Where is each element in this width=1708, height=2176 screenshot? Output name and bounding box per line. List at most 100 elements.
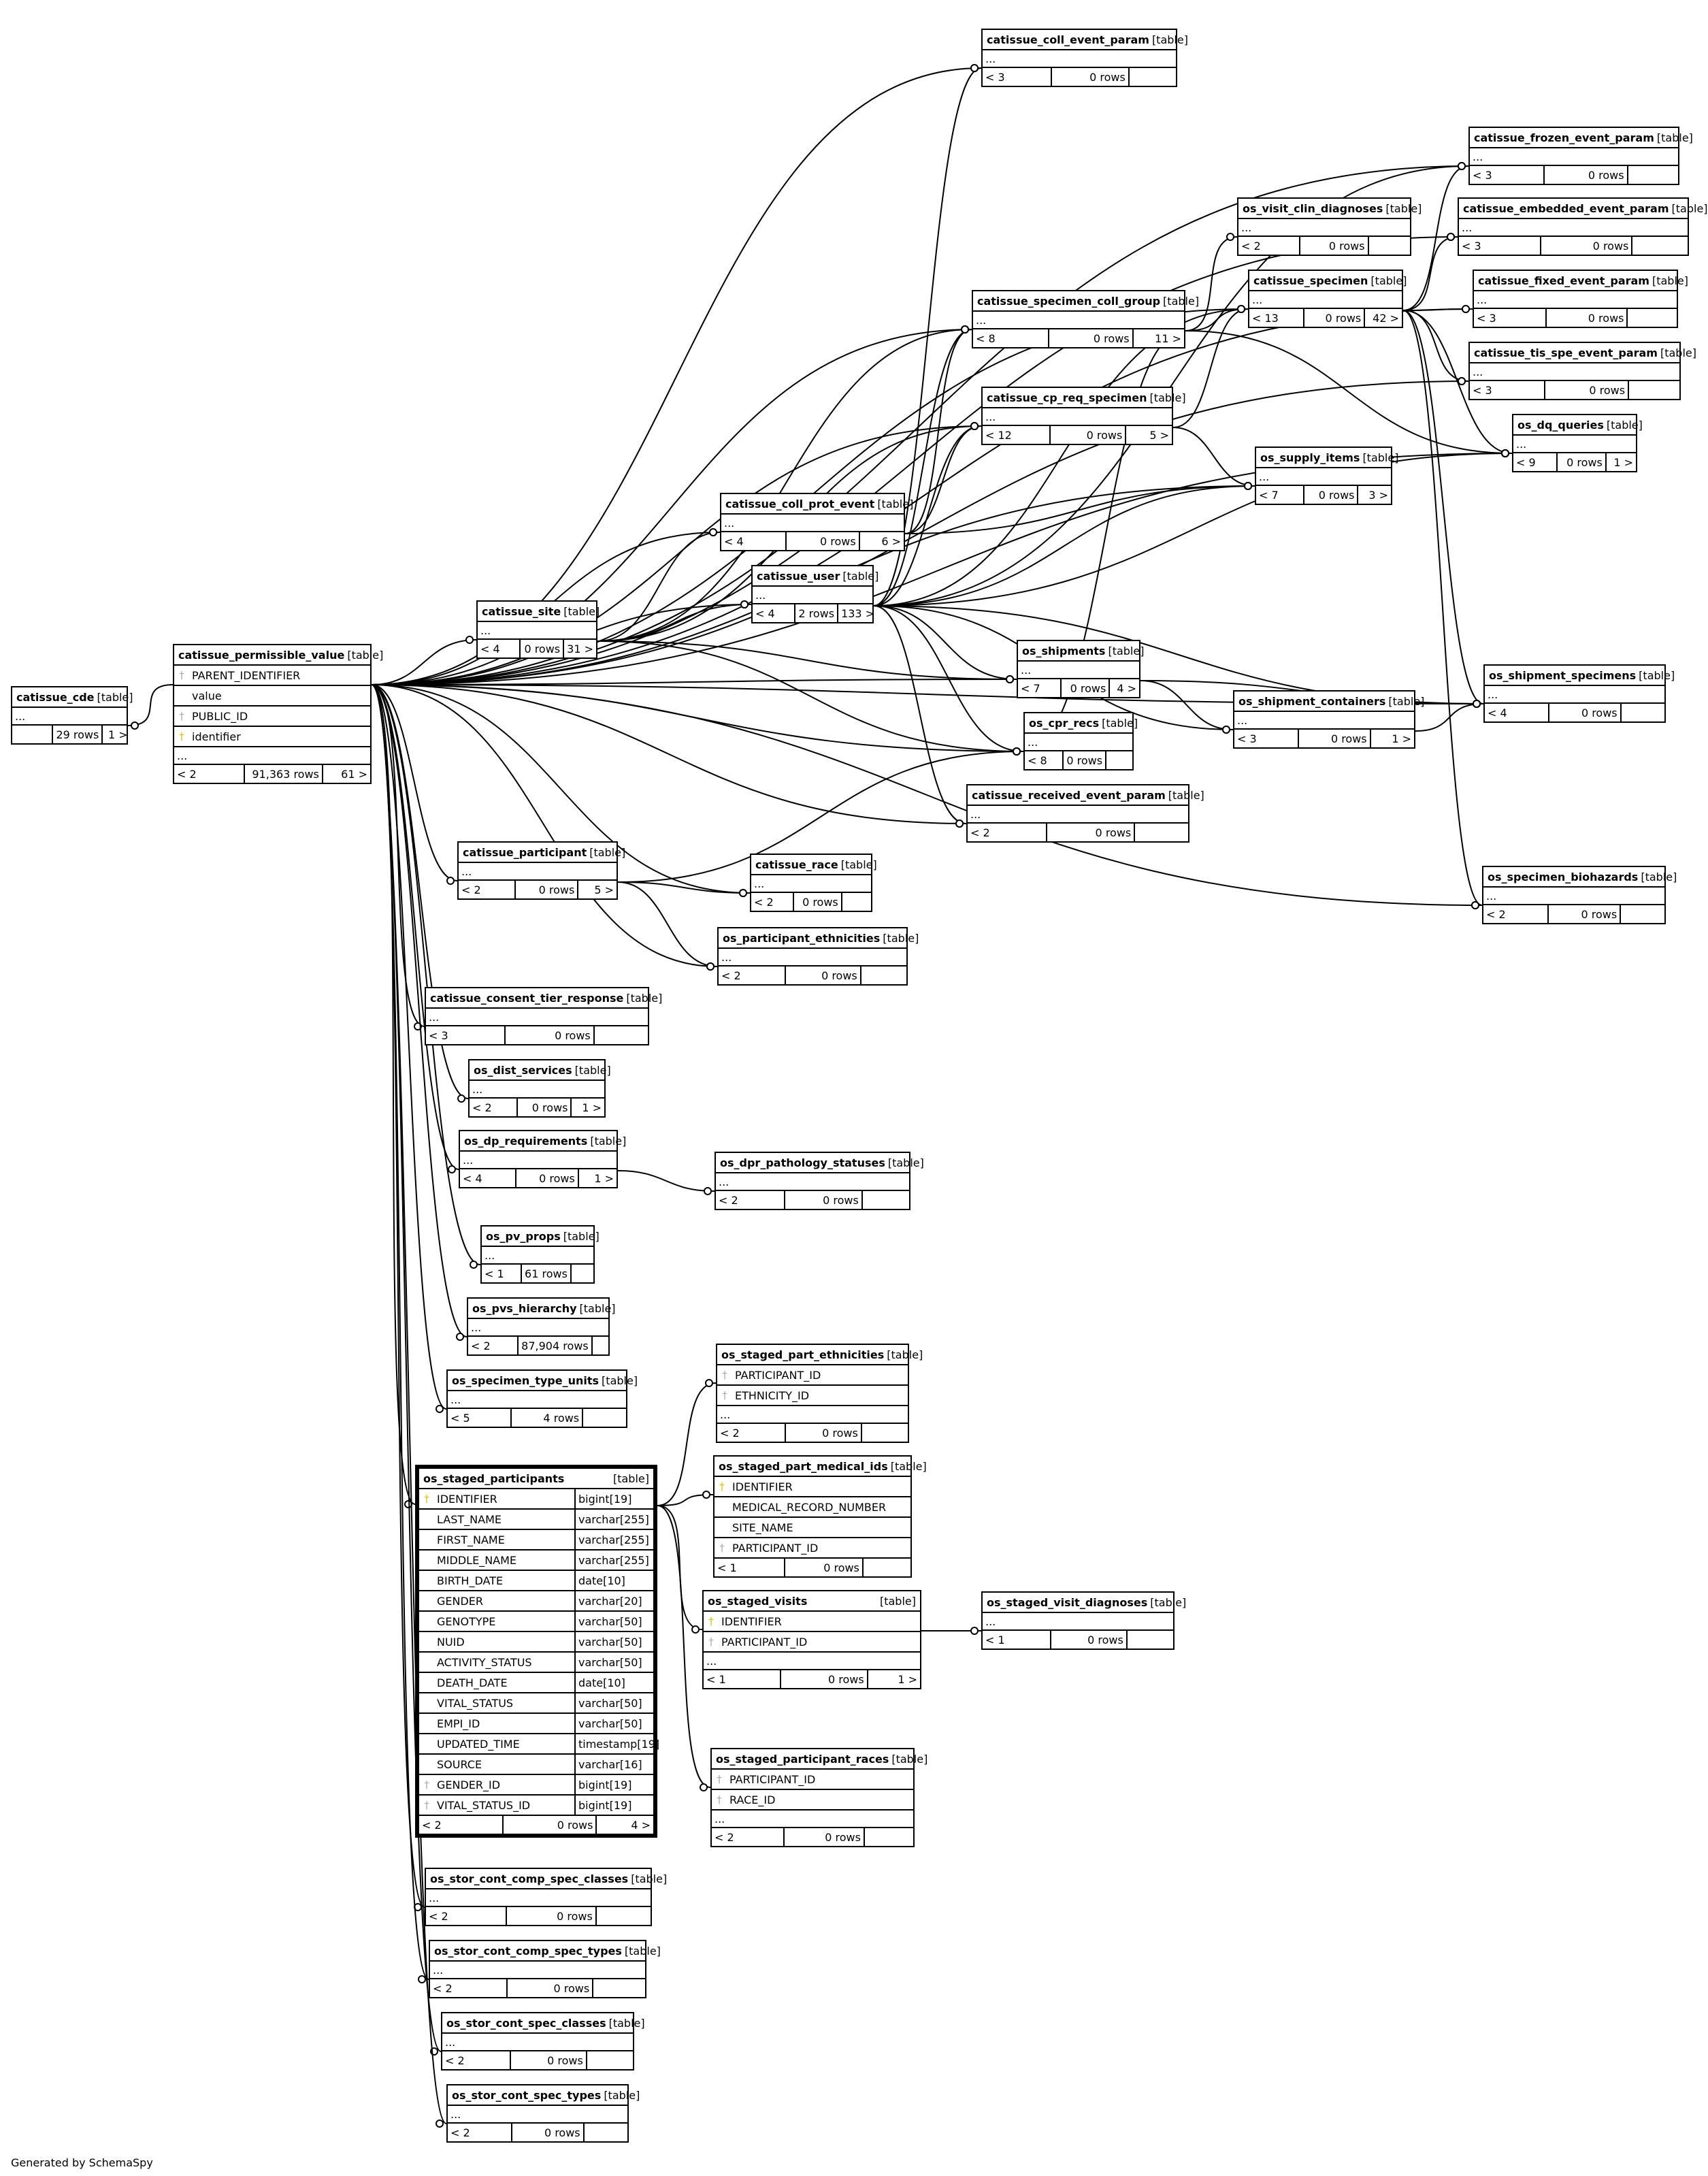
- column-row[interactable]: †RACE_ID: [712, 1790, 913, 1810]
- table-name[interactable]: catissue_permissible_value: [178, 648, 345, 662]
- parents-count[interactable]: < 2: [712, 1828, 785, 1846]
- table-os-stor-cont-comp-spec-types[interactable]: os_stor_cont_comp_spec_types[table]...< …: [429, 1940, 661, 1998]
- children-count[interactable]: [583, 1409, 626, 1427]
- parents-count[interactable]: < 3: [1470, 381, 1545, 399]
- more-columns-ellipsis[interactable]: ...: [1483, 888, 1664, 905]
- children-count[interactable]: [864, 1559, 910, 1576]
- parents-count[interactable]: < 1: [983, 1631, 1051, 1649]
- more-columns-ellipsis[interactable]: ...: [1474, 291, 1677, 309]
- table-name[interactable]: catissue_specimen: [1253, 274, 1368, 287]
- children-count[interactable]: [595, 1026, 648, 1044]
- parents-count[interactable]: < 2: [442, 2051, 511, 2069]
- column-row[interactable]: SITE_NAME: [715, 1518, 910, 1538]
- table-name[interactable]: os_dq_queries: [1517, 418, 1604, 432]
- children-count[interactable]: [1621, 905, 1664, 923]
- table-os-stor-cont-comp-spec-classes[interactable]: os_stor_cont_comp_spec_classes[table]...…: [425, 1868, 667, 1926]
- children-count[interactable]: [1130, 68, 1176, 86]
- children-count[interactable]: 5 >: [594, 883, 614, 896]
- children-count[interactable]: 5 >: [1149, 428, 1169, 442]
- parents-count[interactable]: < 2: [751, 893, 795, 911]
- table-name[interactable]: os_specimen_type_units: [452, 1374, 600, 1387]
- more-columns-ellipsis[interactable]: ...: [430, 1962, 645, 1979]
- table-os-staged-part-ethnicities[interactable]: os_staged_part_ethnicities[table]†PARTIC…: [716, 1344, 923, 1443]
- table-name[interactable]: os_stor_cont_comp_spec_classes: [430, 1872, 629, 1885]
- children-count[interactable]: [1369, 237, 1410, 255]
- table-catissue-frozen-event-param[interactable]: catissue_frozen_event_param[table]...< 3…: [1468, 127, 1693, 185]
- parents-count[interactable]: < 4: [753, 604, 796, 622]
- column-row[interactable]: value: [174, 686, 370, 707]
- parents-count[interactable]: < 2: [426, 1907, 507, 1925]
- more-columns-ellipsis[interactable]: ...: [468, 1319, 608, 1337]
- table-catissue-consent-tier-response[interactable]: catissue_consent_tier_response[table]...…: [425, 987, 662, 1045]
- table-name[interactable]: catissue_cde: [16, 690, 95, 704]
- parents-count[interactable]: < 2: [459, 881, 516, 898]
- more-columns-ellipsis[interactable]: ...: [470, 1081, 604, 1099]
- parents-count[interactable]: < 7: [1256, 486, 1305, 504]
- more-columns-ellipsis[interactable]: ...: [717, 1406, 908, 1424]
- parents-count[interactable]: < 3: [983, 68, 1053, 86]
- table-catissue-specimen-coll-group[interactable]: catissue_specimen_coll_group[table]...< …: [972, 290, 1199, 348]
- table-name[interactable]: catissue_user: [757, 569, 840, 583]
- table-name[interactable]: catissue_specimen_coll_group: [977, 294, 1161, 308]
- table-name[interactable]: catissue_frozen_event_param: [1474, 131, 1654, 144]
- children-count[interactable]: 11 >: [1155, 331, 1181, 345]
- more-columns-ellipsis[interactable]: ...: [442, 2034, 633, 2051]
- children-count[interactable]: [597, 1907, 651, 1925]
- parents-count[interactable]: < 3: [1474, 309, 1547, 327]
- table-name[interactable]: catissue_cp_req_specimen: [987, 391, 1147, 404]
- children-count[interactable]: [862, 1424, 908, 1442]
- table-catissue-received-event-param[interactable]: catissue_received_event_param[table]...<…: [966, 784, 1204, 843]
- parents-count[interactable]: < 3: [426, 1026, 506, 1044]
- parents-count[interactable]: < 8: [1025, 751, 1064, 769]
- more-columns-ellipsis[interactable]: ...: [753, 587, 872, 604]
- children-count[interactable]: 61 >: [341, 767, 367, 781]
- table-name[interactable]: os_specimen_biohazards: [1488, 870, 1639, 883]
- parents-count[interactable]: < 2: [717, 1424, 786, 1442]
- table-name[interactable]: os_staged_visit_diagnoses: [987, 1595, 1148, 1609]
- table-name[interactable]: os_shipments: [1022, 644, 1106, 657]
- more-columns-ellipsis[interactable]: ...: [1256, 468, 1391, 486]
- children-count[interactable]: 1 >: [582, 1101, 602, 1114]
- table-catissue-permissible-value[interactable]: catissue_permissible_value[table]†PARENT…: [173, 644, 383, 784]
- table-name[interactable]: os_dpr_pathology_statuses: [720, 1156, 885, 1169]
- table-name[interactable]: catissue_fixed_event_param: [1478, 274, 1649, 287]
- parents-count[interactable]: < 4: [721, 532, 787, 550]
- parents-count[interactable]: < 2: [448, 2124, 513, 2141]
- more-columns-ellipsis[interactable]: ...: [459, 863, 617, 881]
- table-name[interactable]: catissue_coll_event_param: [987, 33, 1149, 46]
- more-columns-ellipsis[interactable]: ...: [1513, 436, 1636, 453]
- parents-count[interactable]: < 2: [174, 765, 245, 783]
- table-name[interactable]: os_staged_part_ethnicities: [721, 1348, 885, 1361]
- more-columns-ellipsis[interactable]: ...: [174, 747, 370, 765]
- children-count[interactable]: [1629, 381, 1679, 399]
- more-columns-ellipsis[interactable]: ...: [983, 408, 1172, 426]
- more-columns-ellipsis[interactable]: ...: [719, 949, 906, 967]
- column-row[interactable]: MEDICAL_RECORD_NUMBER: [715, 1497, 910, 1518]
- more-columns-ellipsis[interactable]: ...: [751, 875, 871, 893]
- children-count[interactable]: 31 >: [567, 642, 593, 655]
- column-row[interactable]: †PARTICIPANT_ID: [712, 1770, 913, 1790]
